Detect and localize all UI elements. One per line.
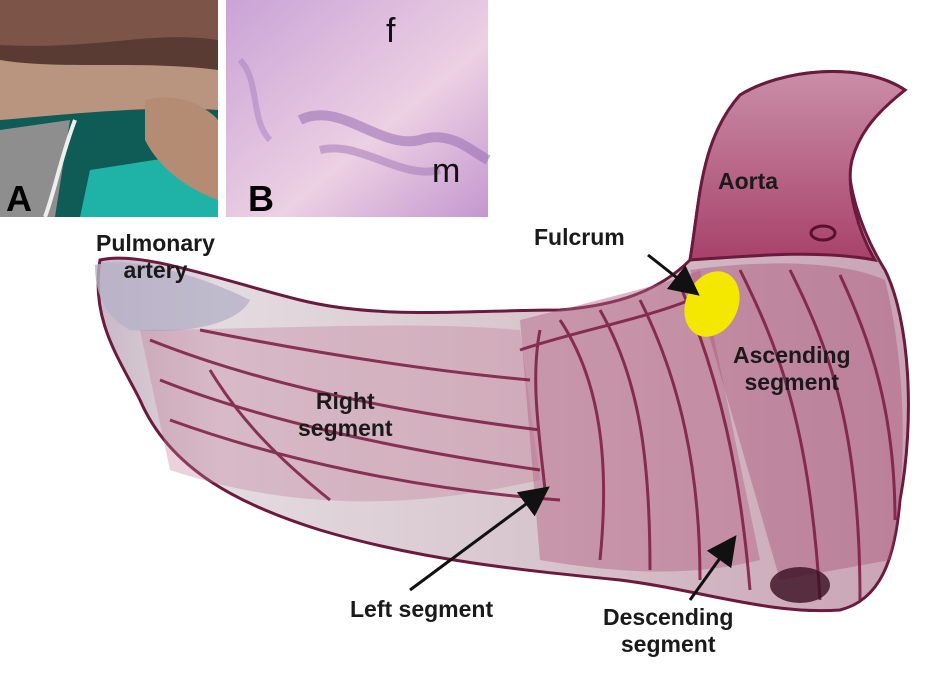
histology-label-m: m: [432, 152, 461, 190]
label-line: artery: [123, 257, 188, 283]
label-line: segment: [744, 369, 840, 395]
left-segment-arrow: [409, 486, 550, 592]
sac-illustration: [95, 70, 910, 613]
histology-label-f: f: [386, 12, 396, 50]
panel-a-letter: A: [6, 178, 32, 219]
label-line: segment: [298, 415, 393, 441]
left-segment-label: Left segment: [350, 596, 494, 622]
photo-b-histology: [226, 0, 491, 217]
label-line: Pulmonary: [96, 230, 215, 256]
label-line: segment: [620, 631, 716, 657]
descending-segment-arrow: [688, 535, 737, 601]
pulmonary-artery-label: Pulmonary artery: [96, 230, 215, 284]
fulcrum-arrow: [647, 253, 700, 296]
photo-a: [0, 0, 218, 218]
label-line: Right: [315, 388, 375, 414]
label-line: Descending: [603, 604, 734, 630]
ascending-segment-label: Ascending segment: [733, 342, 851, 396]
label-line: Ascending: [733, 342, 851, 368]
right-segment-label: Right segment: [298, 388, 393, 442]
descending-segment-label: Descending segment: [603, 604, 733, 658]
aorta-label: Aorta: [718, 168, 779, 194]
panel-b-letter: B: [248, 178, 274, 219]
muscle-stripes: [149, 269, 897, 601]
fulcrum-label: Fulcrum: [534, 224, 625, 250]
